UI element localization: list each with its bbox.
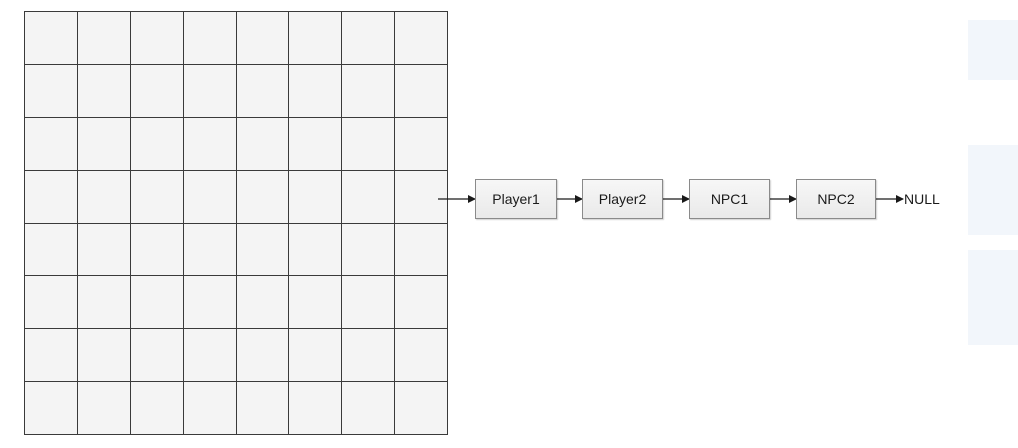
- null-terminator-label: NULL: [904, 191, 940, 207]
- grid-cell: [342, 117, 396, 171]
- grid-cell: [183, 64, 237, 118]
- grid-cell: [77, 276, 131, 330]
- grid-cell: [183, 223, 237, 277]
- grid-cell: [25, 382, 78, 435]
- grid-cell: [395, 170, 448, 224]
- grid-cell: [77, 117, 131, 171]
- background-decoration: [968, 145, 1018, 235]
- grid-cell: [130, 12, 184, 65]
- list-node-player2: Player2: [582, 179, 663, 219]
- grid-cell: [183, 12, 237, 65]
- grid-cell: [289, 117, 343, 171]
- grid-cell: [130, 117, 184, 171]
- grid-cell: [289, 382, 343, 435]
- grid-cell: [236, 170, 290, 224]
- grid-cell: [77, 12, 131, 65]
- grid-cell: [77, 223, 131, 277]
- grid-cell: [183, 329, 237, 383]
- grid-cell: [395, 329, 448, 383]
- grid-cell: [342, 276, 396, 330]
- grid-cell: [77, 64, 131, 118]
- grid-cell: [236, 329, 290, 383]
- grid-cell: [342, 329, 396, 383]
- grid-cell: [342, 12, 396, 65]
- grid-cell: [395, 382, 448, 435]
- grid-cell: [130, 329, 184, 383]
- background-decoration: [968, 20, 1018, 80]
- grid-cell: [236, 223, 290, 277]
- grid-cell: [395, 276, 448, 330]
- grid-cell: [183, 276, 237, 330]
- grid-cell: [289, 64, 343, 118]
- list-node-npc1: NPC1: [689, 179, 770, 219]
- grid-cell: [130, 382, 184, 435]
- grid-cell: [395, 223, 448, 277]
- grid-cell: [236, 64, 290, 118]
- grid-cell: [236, 117, 290, 171]
- grid-cell: [77, 170, 131, 224]
- grid-cell: [183, 117, 237, 171]
- grid-cell: [25, 12, 78, 65]
- grid-cell: [77, 329, 131, 383]
- grid-cell: [289, 223, 343, 277]
- grid-cell: [130, 64, 184, 118]
- grid-cell: [130, 276, 184, 330]
- grid-cell: [342, 382, 396, 435]
- game-grid: [24, 11, 448, 435]
- grid-cell: [236, 12, 290, 65]
- grid-cell: [25, 170, 78, 224]
- grid-cell: [342, 64, 396, 118]
- grid-cell: [130, 223, 184, 277]
- grid-cell: [395, 12, 448, 65]
- grid-cell: [183, 382, 237, 435]
- grid-cell: [342, 223, 396, 277]
- grid-cell: [130, 170, 184, 224]
- grid-cell: [289, 170, 343, 224]
- grid-cell: [25, 329, 78, 383]
- grid-cell: [183, 170, 237, 224]
- grid-cell: [77, 382, 131, 435]
- grid-cell: [289, 12, 343, 65]
- grid-cell: [395, 64, 448, 118]
- grid-cell: [25, 117, 78, 171]
- grid-cell: [236, 382, 290, 435]
- grid-cell: [25, 276, 78, 330]
- grid-cell: [289, 276, 343, 330]
- grid-cell: [395, 117, 448, 171]
- grid-cell: [342, 170, 396, 224]
- grid-cell: [25, 223, 78, 277]
- list-node-npc2: NPC2: [796, 179, 876, 219]
- grid-cell: [25, 64, 78, 118]
- background-decoration: [968, 250, 1018, 345]
- list-node-player1: Player1: [475, 179, 557, 219]
- grid-cell: [289, 329, 343, 383]
- grid-cell: [236, 276, 290, 330]
